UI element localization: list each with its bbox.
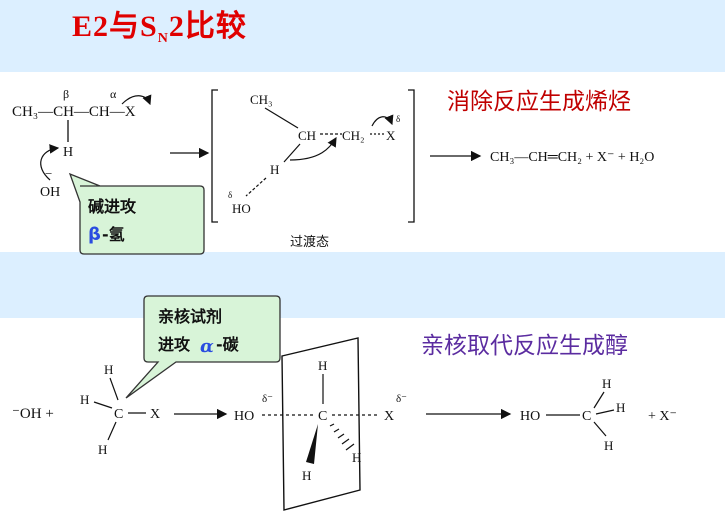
sn2-label: 亲核取代反应生成醇 <box>421 333 628 359</box>
ts-caption: 过渡态 <box>290 234 329 250</box>
sub-h-left: H <box>80 392 89 407</box>
ts2-h-right: H <box>352 450 361 465</box>
prod-h-right: H <box>616 400 625 415</box>
callout-beta: β <box>88 224 101 245</box>
callout-line2: -氢 <box>102 225 125 244</box>
e2-reactant: β α CH₃—CH—CH—X H OH − <box>12 87 152 200</box>
prod-ho: HO <box>520 409 540 424</box>
prod-x: + X⁻ <box>648 409 677 424</box>
ts-ch3: CH₃ <box>250 92 273 107</box>
sn2-substrate: H H C X H <box>80 362 160 457</box>
callout-line1: 碱进攻 <box>88 197 137 216</box>
ts-ch2: CH₂ <box>342 128 365 143</box>
prod-h-bottom: H <box>604 438 613 453</box>
svg-text:−: − <box>45 166 52 181</box>
callout2-alpha: α <box>200 336 214 357</box>
ts-delta-x: δ <box>396 114 400 124</box>
prod-h-top: H <box>602 376 611 391</box>
callout2-line2b: -碳 <box>216 335 240 354</box>
ts2-h-top: H <box>318 358 327 373</box>
sub-c: C <box>114 407 123 422</box>
callout2-line1: 亲核试剂 <box>158 307 222 326</box>
sn2-product: HO C H H H + X⁻ <box>520 376 677 453</box>
ts-x: X <box>386 128 396 143</box>
sub-h-top: H <box>104 362 113 377</box>
ts-ch: CH <box>298 128 316 143</box>
prod-c: C <box>582 409 591 424</box>
sn2-transition-state: HO δ⁻ C X δ⁻ H H H <box>234 337 407 511</box>
ts-delta-o: δ <box>228 190 232 200</box>
callout2-line2a: 进攻 <box>158 335 191 354</box>
ts2-h-bottom: H <box>302 468 311 483</box>
ts-ho: HO <box>232 201 251 216</box>
sub-h-bottom: H <box>98 442 107 457</box>
ts2-delta-x: δ⁻ <box>396 393 407 405</box>
beta-hydrogen: H <box>63 145 73 160</box>
beta-label: β <box>63 87 69 101</box>
e2-transition-state: CH₃ CH CH₂ X δ H HO δ 过渡态 <box>211 89 415 250</box>
ts2-x: X <box>384 409 394 424</box>
sn2-callout: 亲核试剂 进攻 α -碳 <box>125 295 281 399</box>
ts-h: H <box>270 162 279 177</box>
ts2-c: C <box>318 409 327 424</box>
e2-label: 消除反应生成烯烃 <box>447 89 631 115</box>
page-title: E2与SN2比较 <box>72 10 247 46</box>
ts2-ho: HO <box>234 409 254 424</box>
reactant-chain: CH₃—CH—CH—X <box>12 104 136 120</box>
alpha-label: α <box>110 87 117 101</box>
e2-product: CH₃—CH═CH₂ + X⁻ + H₂O <box>490 150 654 165</box>
sn2-panel <box>0 318 725 516</box>
e2-callout: 碱进攻 β -氢 <box>68 172 205 255</box>
ts2-delta-o: δ⁻ <box>262 393 273 405</box>
hydroxide: OH <box>40 185 60 200</box>
sub-x: X <box>150 407 160 422</box>
sn2-reagent: ⁻OH + <box>12 406 54 422</box>
